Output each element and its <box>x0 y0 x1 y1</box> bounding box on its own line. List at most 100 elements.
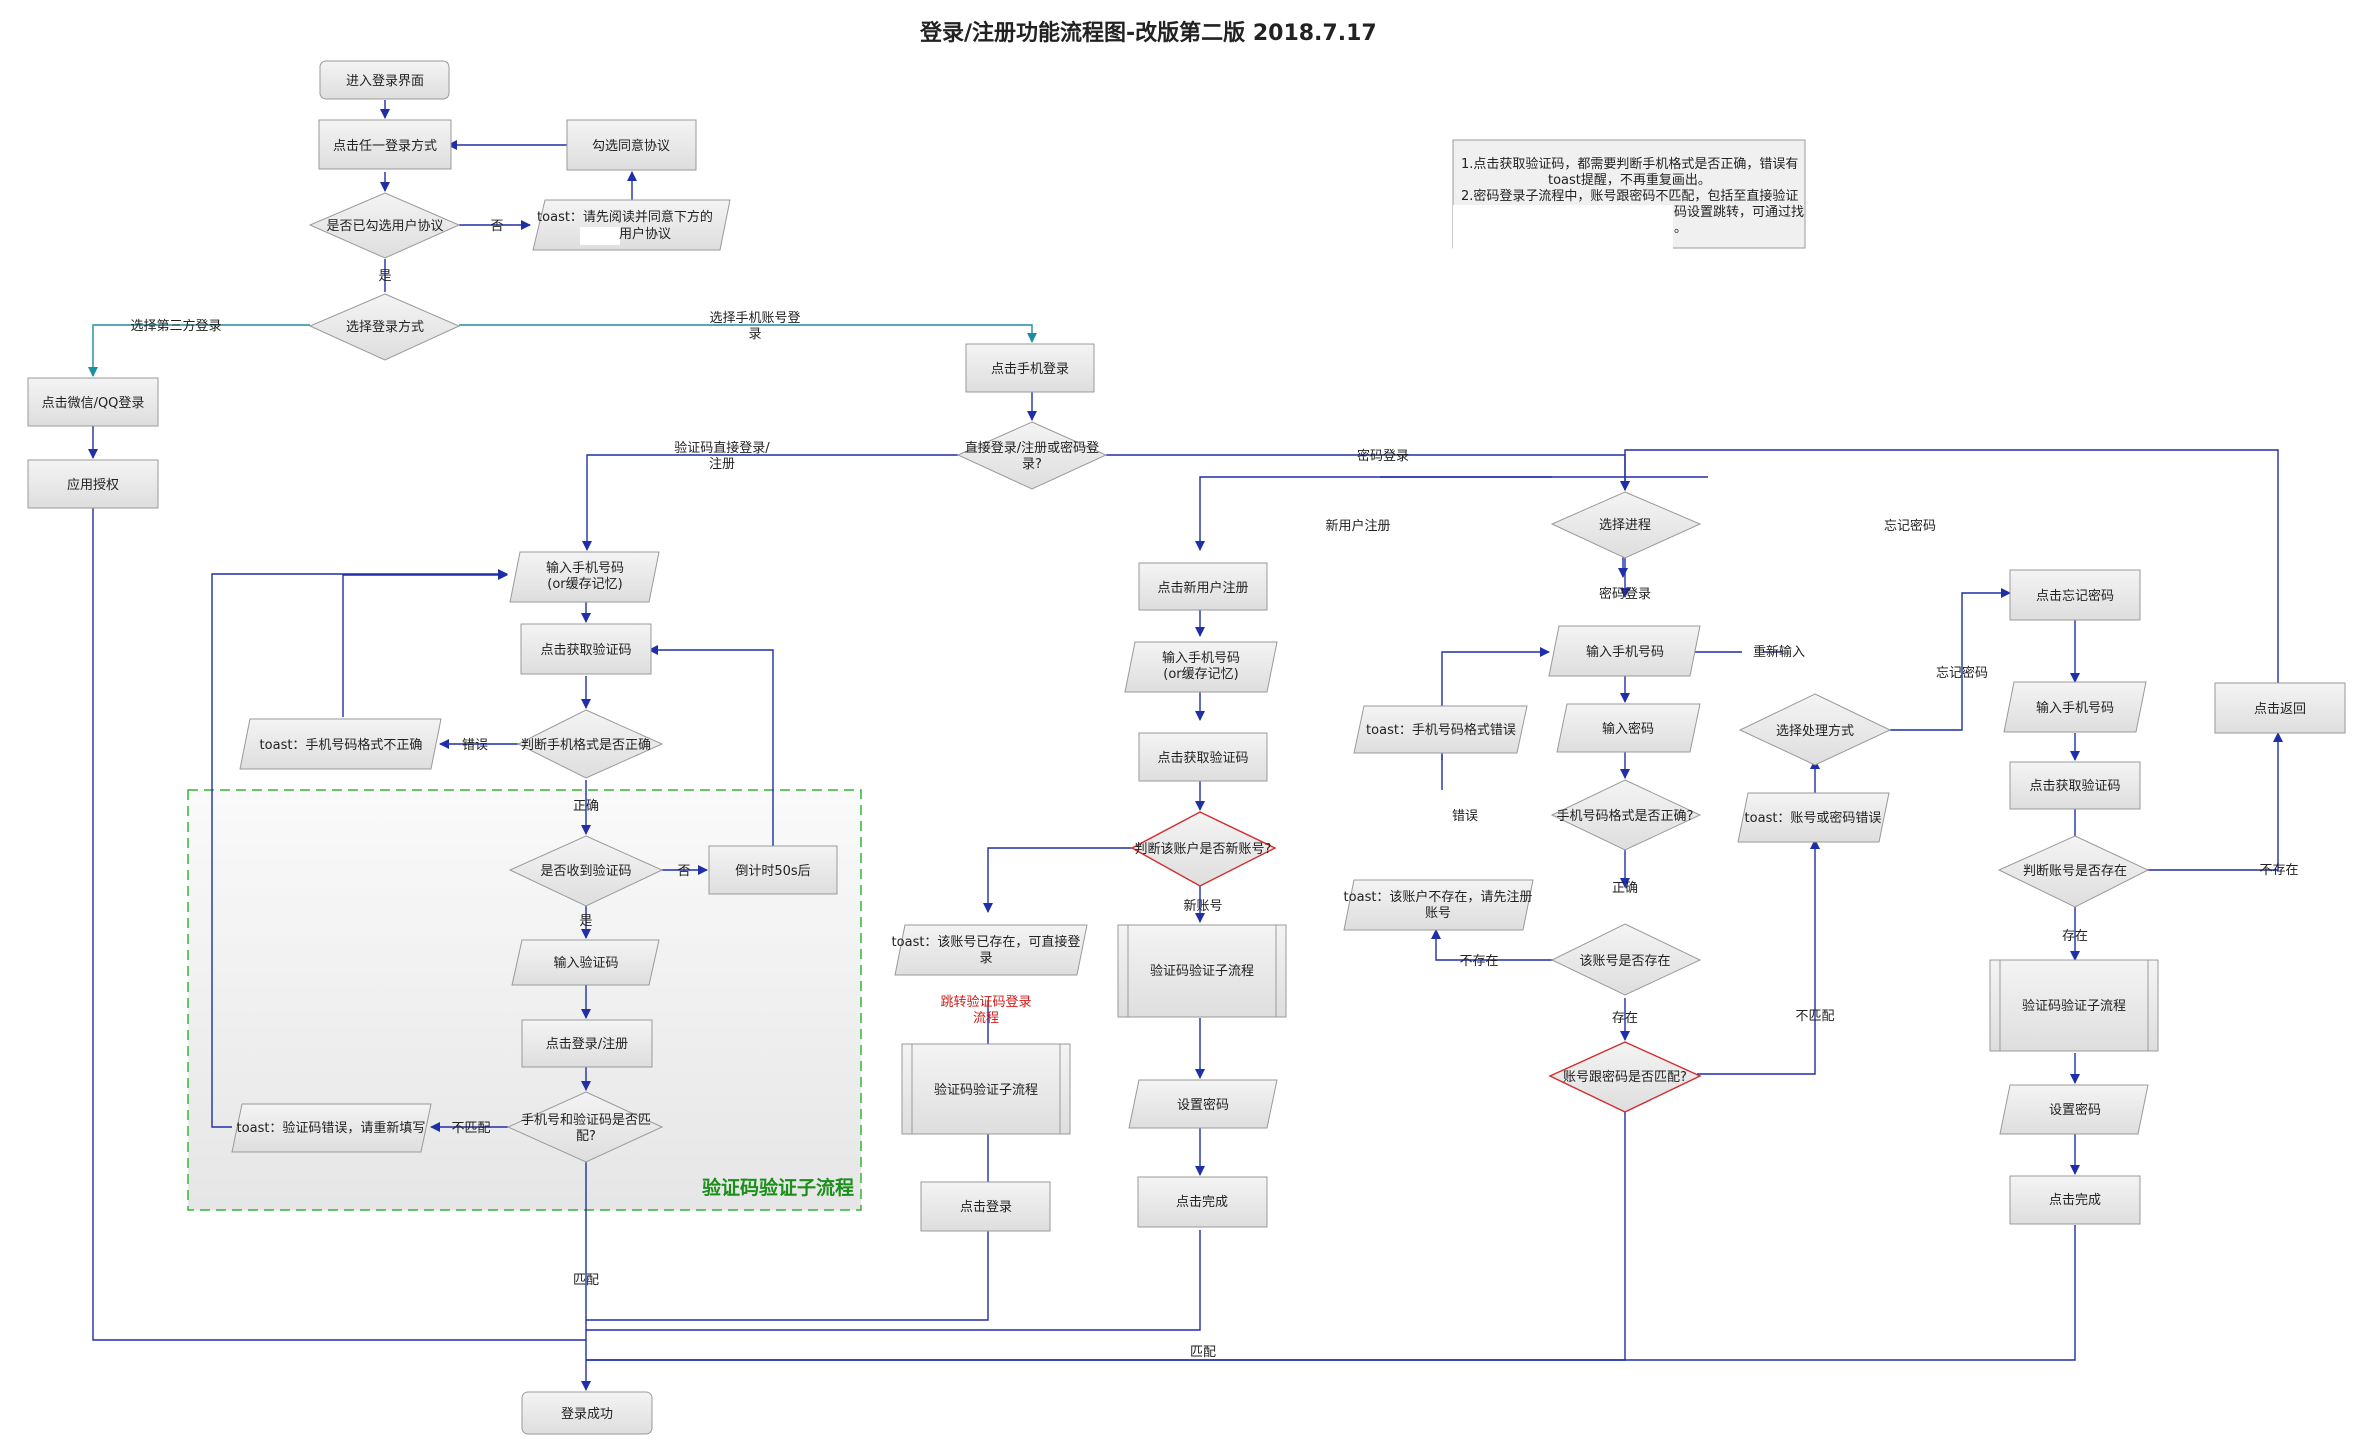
label-match-q-1: 手机号和验证码是否匹 <box>521 1112 651 1128</box>
edge-no-agree: 否 <box>490 219 503 234</box>
node-reg-input-phone <box>1124 641 1278 693</box>
node-is-agreed <box>308 192 461 259</box>
edge-yes-code: 是 <box>579 914 592 929</box>
node-check-agree <box>566 119 697 171</box>
label-jump-code-2: 流程 <box>973 1011 999 1026</box>
node-click-back <box>2214 682 2346 734</box>
label-toast-agree-2: 用户协议 <box>619 226 671 242</box>
edge-forgot-pwd2: 忘记密码 <box>1936 665 1988 681</box>
label-input-phone-2: (or缓存记忆) <box>547 576 622 592</box>
edge-third-party: 选择第三方登录 <box>130 318 221 334</box>
node-sub-flow-a <box>901 1043 1071 1135</box>
label-click-login-reg: 点击登录/注册 <box>546 1037 628 1052</box>
node-reg-get-code <box>1138 732 1268 782</box>
node-pwd-phone-fmt-q <box>1550 779 1702 851</box>
label-toast-pwd-phone-fmt: toast：手机号码格式错误 <box>1366 722 1516 738</box>
label-acct-exist-q2: 判断账号是否存在 <box>2023 864 2127 879</box>
label-acct-exists-q: 该账号是否存在 <box>1579 954 1670 969</box>
label-reg-input-phone-1: 输入手机号码 <box>1162 650 1240 666</box>
edge-pwd-login2: 密码登录 <box>1599 586 1651 602</box>
edge-re-input: 重新输入 <box>1753 644 1805 660</box>
node-phone-fmt-q <box>516 709 664 779</box>
note-line-5: 。 <box>1674 221 1687 236</box>
node-done-b <box>1137 1176 1268 1228</box>
label-input-code: 输入验证码 <box>553 955 618 971</box>
label-set-pwd-c: 设置密码 <box>2049 1102 2101 1118</box>
node-forgot-input-phone <box>2003 681 2147 733</box>
node-set-pwd-c <box>1999 1084 2149 1135</box>
edge-not-exist: 不存在 <box>1459 954 1498 969</box>
node-toast-code-err <box>231 1103 432 1153</box>
node-click-wechat <box>27 377 159 427</box>
label-toast-not-exist-2: 账号 <box>1425 906 1451 921</box>
edge-exist: 存在 <box>1612 1011 1638 1026</box>
node-forgot-get-code <box>2009 761 2141 810</box>
label-toast-not-exist-1: toast：该账户不存在，请先注册 <box>1344 889 1533 905</box>
label-jump-code-1: 跳转验证码登录 <box>940 994 1031 1010</box>
node-sub-flow-c <box>1989 959 2159 1052</box>
node-toast-agree <box>532 199 731 251</box>
node-acct-pwd-match-q <box>1548 1041 1702 1113</box>
node-choose-process <box>1550 491 1702 559</box>
mask-toast-agree <box>580 227 620 245</box>
node-click-forgot <box>2009 569 2141 621</box>
node-countdown <box>708 845 838 895</box>
label-set-pwd-b: 设置密码 <box>1177 1097 1229 1113</box>
label-toast-exists-1: toast：该账号已存在，可直接登 <box>892 934 1081 950</box>
edge-pwd-login: 密码登录 <box>1357 448 1409 464</box>
node-enter-login <box>319 60 450 100</box>
node-direct-login-q <box>956 421 1108 490</box>
label-direct-login-1: 直接登录/注册或密码登 <box>965 440 1099 456</box>
label-login-success: 登录成功 <box>561 1407 613 1422</box>
label-done-b: 点击完成 <box>1176 1195 1228 1210</box>
node-labels: 进入登录界面 点击任一登录方式 勾选同意协议 是否已勾选用户协议 toast：请… <box>42 74 2306 1422</box>
label-direct-login-2: 录? <box>1022 457 1042 472</box>
node-acct-exists-q <box>1550 923 1702 996</box>
node-reg-click-login <box>920 1181 1051 1232</box>
edge-code-direct-1: 验证码直接登录/ <box>674 440 770 456</box>
node-pwd-input-phone <box>1548 625 1701 677</box>
label-click-wechat: 点击微信/QQ登录 <box>42 396 145 411</box>
label-match-q-2: 配? <box>576 1129 596 1144</box>
label-is-new-q: 判断该账户是否新账号? <box>1135 841 1272 857</box>
node-click-login-reg <box>521 1019 653 1068</box>
edge-code-direct-2: 注册 <box>709 457 735 472</box>
label-check-agree: 勾选同意协议 <box>592 138 670 154</box>
label-click-get-code: 点击获取验证码 <box>540 642 631 658</box>
label-click-back: 点击返回 <box>2254 702 2306 717</box>
node-click-get-code <box>520 623 652 675</box>
label-click-new-reg: 点击新用户注册 <box>1157 580 1248 596</box>
note-line-3: 2.密码登录子流程中，账号跟密码不匹配，包括至直接验证 <box>1461 188 1798 204</box>
label-input-phone-1: 输入手机号码 <box>546 560 624 576</box>
node-input-phone <box>509 551 660 603</box>
edge-not-exist2: 不存在 <box>2259 863 2298 878</box>
edge-labels: 否 是 选择第三方登录 选择手机账号登 录 验证码直接登录/ 注册 密码登录 错… <box>130 219 2298 1360</box>
label-toast-code-err: toast：验证码错误，请重新填写 <box>237 1120 426 1136</box>
node-sub-flow-b <box>1117 924 1287 1018</box>
node-pwd-input-pwd <box>1556 703 1701 753</box>
node-click-phone-login <box>965 343 1095 393</box>
label-enter-login: 进入登录界面 <box>346 74 424 89</box>
label-pwd-input-pwd: 输入密码 <box>1602 721 1654 737</box>
node-done-c <box>2009 1175 2141 1225</box>
diagram-title: 登录/注册功能流程图-改版第二版 2018.7.17 <box>919 20 1377 46</box>
label-sub-flow-a: 验证码验证子流程 <box>934 1082 1038 1098</box>
label-toast-agree-1: toast：请先阅读并同意下方的 <box>537 209 713 225</box>
edge-no-code: 否 <box>677 864 690 879</box>
node-toast-exists <box>894 924 1088 976</box>
edge-exist2: 存在 <box>2062 929 2088 944</box>
edge-new-reg: 新用户注册 <box>1325 518 1390 534</box>
edge-correct: 正确 <box>573 799 599 814</box>
node-input-code <box>511 939 660 986</box>
node-toast-not-exist <box>1343 879 1534 931</box>
label-pwd-input-phone: 输入手机号码 <box>1586 644 1664 660</box>
label-countdown: 倒计时50s后 <box>735 864 810 879</box>
node-choose-handle <box>1738 693 1892 766</box>
node-received-code-q <box>508 835 664 907</box>
label-click-any-login: 点击任一登录方式 <box>333 138 437 154</box>
note-line-1: 1.点击获取验证码，都需要判断手机格式是否正确，错误有 <box>1461 156 1798 172</box>
label-reg-click-login: 点击登录 <box>960 1200 1012 1215</box>
node-click-any-login <box>318 119 452 170</box>
subprocess-title: 验证码验证子流程 <box>702 1176 854 1199</box>
